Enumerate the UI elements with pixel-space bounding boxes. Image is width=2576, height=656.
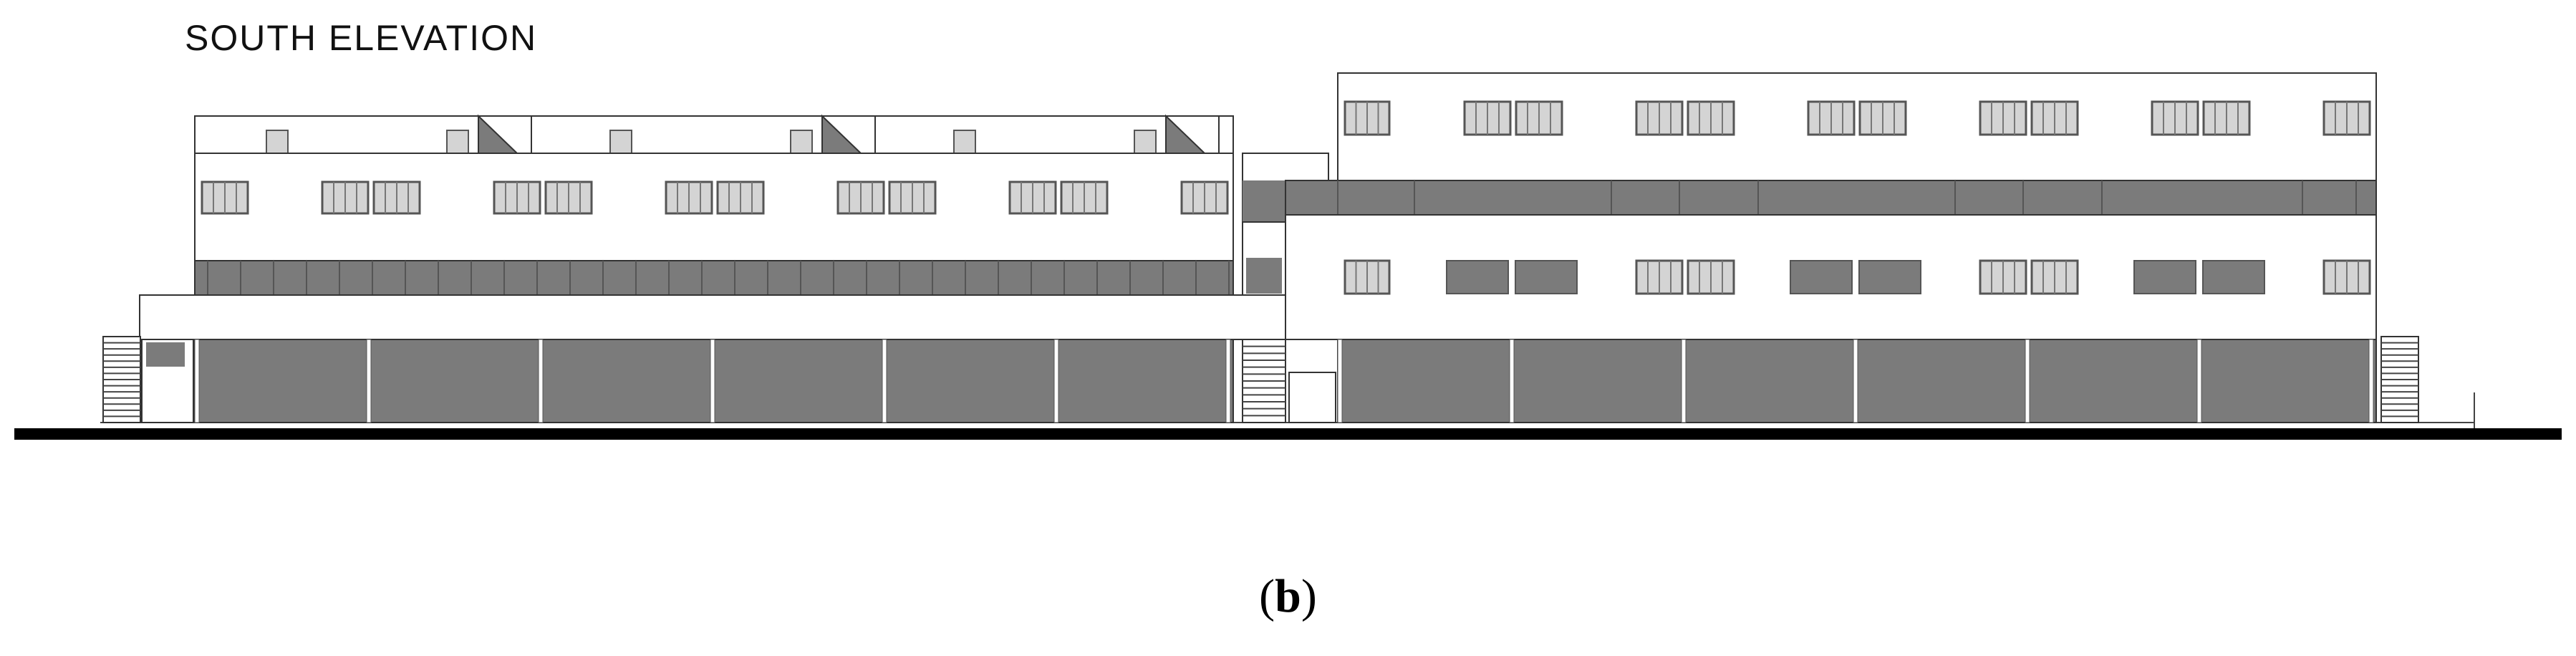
right-top-window xyxy=(1979,100,2027,136)
connector-staircase xyxy=(1242,339,1286,423)
roof-small-window xyxy=(953,130,976,154)
roof-small-window xyxy=(609,130,632,154)
right-top-window xyxy=(2322,100,2371,136)
right-top-window xyxy=(1635,100,1684,136)
left-upper-window xyxy=(836,180,885,215)
right-top-window xyxy=(2030,100,2079,136)
right-top-window xyxy=(2151,100,2199,136)
right-top-window xyxy=(2202,100,2251,136)
left-block xyxy=(102,114,1329,423)
left-stair xyxy=(102,336,141,423)
left-roof-openings xyxy=(266,114,1220,154)
right-mid-dark-window xyxy=(2133,260,2196,294)
roof-small-window xyxy=(1134,130,1157,154)
connector-mid-dark xyxy=(1246,258,1282,294)
left-arcade-dividers xyxy=(194,339,1231,423)
left-upper-window xyxy=(1008,180,1057,215)
left-upper-window xyxy=(1060,180,1109,215)
arcade-column xyxy=(194,339,200,423)
connector-door xyxy=(1288,372,1336,423)
right-stair xyxy=(2380,336,2419,423)
caption-close-paren: ) xyxy=(1301,570,1317,622)
right-mid-dark-window xyxy=(2202,260,2265,294)
right-mid-window xyxy=(2322,259,2371,295)
figure-caption: (b) xyxy=(0,573,2576,620)
arcade-column xyxy=(1853,339,1858,423)
arcade-column xyxy=(2368,339,2374,423)
right-band-mullions xyxy=(1337,180,2357,215)
left-upper-window xyxy=(888,180,937,215)
connector-stair xyxy=(1242,339,1286,423)
caption-letter: b xyxy=(1275,570,1301,622)
right-top-window xyxy=(1515,100,1563,136)
left-roof-parapet xyxy=(194,115,1234,154)
right-mid-window xyxy=(1687,259,1735,295)
left-upper-windows xyxy=(201,180,1229,215)
arcade-column xyxy=(2196,339,2202,423)
connector-dark-band xyxy=(1243,180,1285,222)
right-mid-dark-window xyxy=(1790,260,1853,294)
right-top-window xyxy=(1807,100,1856,136)
right-block xyxy=(1285,72,2419,423)
right-top-window xyxy=(1344,100,1391,136)
left-upper-floor xyxy=(194,153,1234,261)
left-canopy-slab xyxy=(139,294,1329,340)
left-band-mullions xyxy=(207,261,1230,295)
right-top-window xyxy=(1463,100,1512,136)
roof-small-window xyxy=(446,130,469,154)
right-mid-window xyxy=(1344,259,1391,295)
arcade-column xyxy=(1509,339,1515,423)
arcade-column xyxy=(366,339,372,423)
right-middle-windows xyxy=(1344,259,2371,295)
drawing-title: SOUTH ELEVATION xyxy=(185,18,538,58)
arcade-column xyxy=(1225,339,1231,423)
right-top-windows xyxy=(1344,100,2371,136)
right-top-window xyxy=(1858,100,1907,136)
right-mid-dark-window xyxy=(1446,260,1509,294)
right-mid-window xyxy=(1635,259,1684,295)
left-upper-window xyxy=(1180,180,1229,215)
left-upper-window xyxy=(716,180,765,215)
right-top-window xyxy=(1687,100,1735,136)
left-upper-window xyxy=(321,180,370,215)
arcade-column xyxy=(2025,339,2030,423)
left-upper-window xyxy=(544,180,593,215)
left-dark-band xyxy=(194,260,1234,296)
left-stair-dark-panel xyxy=(146,342,185,367)
arcade-column xyxy=(710,339,715,423)
right-mid-dark-window xyxy=(1858,260,1921,294)
right-mid-dark-window xyxy=(1515,260,1578,294)
caption-open-paren: ( xyxy=(1259,570,1275,622)
arcade-column xyxy=(882,339,887,423)
right-dark-band xyxy=(1285,180,2377,216)
right-mid-window xyxy=(2030,259,2079,295)
arcade-column xyxy=(1681,339,1687,423)
arcade-column xyxy=(538,339,544,423)
right-arcade-dividers xyxy=(1337,339,2374,423)
roof-small-window xyxy=(790,130,813,154)
left-upper-window xyxy=(493,180,541,215)
right-staircase xyxy=(2380,336,2419,423)
arcade-column xyxy=(1053,339,1059,423)
left-upper-window xyxy=(665,180,713,215)
left-upper-window xyxy=(201,180,249,215)
ground-line xyxy=(14,428,2562,440)
right-mid-window xyxy=(1979,259,2027,295)
left-staircase xyxy=(102,336,141,423)
left-upper-window xyxy=(372,180,421,215)
roof-small-window xyxy=(266,130,289,154)
arcade-column xyxy=(1337,339,1343,423)
